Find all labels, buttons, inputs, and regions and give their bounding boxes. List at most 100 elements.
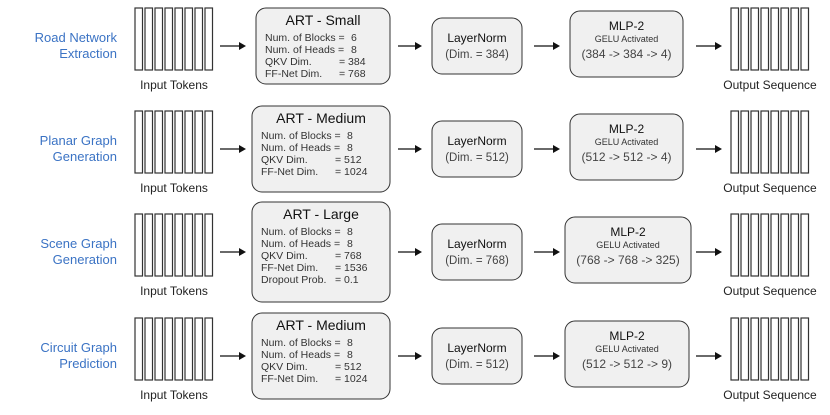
art-param-label: FF-Net Dim. <box>261 262 318 274</box>
arrow-to-mlp <box>534 145 560 153</box>
input-tokens <box>134 7 214 71</box>
mlp-activation: GELU Activated <box>596 240 660 250</box>
art-param-label: FF-Net Dim. <box>261 373 318 385</box>
input-tokens <box>134 110 214 174</box>
token-bar <box>780 110 790 174</box>
mlp-dims: (512 -> 512 -> 9) <box>582 357 672 371</box>
arrow-to-layernorm <box>398 145 422 153</box>
art-param-value: = 0.1 <box>335 274 359 286</box>
token-bar <box>144 7 154 71</box>
token-bar <box>134 110 144 174</box>
task-label-line-1: Planar Graph <box>40 133 117 148</box>
arrow-to-mlp <box>534 352 560 360</box>
art-param-label: Num. of Heads = <box>261 238 340 250</box>
art-title: ART - Small <box>286 12 361 28</box>
token-bar <box>740 317 750 381</box>
art-param-value: = 1024 <box>335 166 368 178</box>
art-param-value: = 512 <box>335 154 362 166</box>
token-bar <box>770 213 780 277</box>
output-sequence-label: Output Sequence <box>723 284 817 298</box>
art-param-value: = 1536 <box>335 262 368 274</box>
arrow-to-art <box>220 352 246 360</box>
token-bar <box>800 317 810 381</box>
token-bar <box>204 213 214 277</box>
token-bar <box>750 110 760 174</box>
output-sequence-label: Output Sequence <box>723 388 817 402</box>
output-tokens <box>730 213 810 277</box>
art-param-label: FF-Net Dim. <box>261 166 318 178</box>
arrow-to-layernorm <box>398 352 422 360</box>
token-bar <box>780 213 790 277</box>
art-param-value: 8 <box>347 142 353 154</box>
token-bar <box>760 7 770 71</box>
art-size: Large <box>323 206 359 222</box>
layernorm-box <box>431 327 523 385</box>
arrow-to-output <box>696 352 722 360</box>
token-bar <box>770 110 780 174</box>
input-tokens <box>134 213 214 277</box>
token-bar <box>194 317 204 381</box>
arrow-to-mlp <box>534 248 560 256</box>
token-bar <box>194 7 204 71</box>
art-param-label: QKV Dim. <box>265 56 312 68</box>
token-bar <box>770 317 780 381</box>
mlp-title: MLP-2 <box>609 19 645 33</box>
mlp-box <box>564 320 690 388</box>
arrow-to-output <box>696 248 722 256</box>
layernorm-dim: (Dim. = 384) <box>445 49 509 61</box>
mlp-dims: (768 -> 768 -> 325) <box>576 253 679 267</box>
token-bar <box>750 317 760 381</box>
layernorm-title: LayerNorm <box>447 134 506 148</box>
art-param-label: FF-Net Dim. <box>265 68 322 80</box>
token-bar <box>800 7 810 71</box>
art-param-value: = 768 <box>339 68 366 80</box>
task-label-line-2: Prediction <box>59 356 117 371</box>
token-bar <box>750 213 760 277</box>
mlp-box <box>569 113 684 181</box>
art-param-label: QKV Dim. <box>261 154 308 166</box>
token-bar <box>144 317 154 381</box>
layernorm-block: LayerNorm(Dim. = 768) <box>431 223 523 281</box>
token-bar <box>204 110 214 174</box>
task-label-line-2: Generation <box>53 149 117 164</box>
art-param-label: Dropout Prob. <box>261 274 326 286</box>
token-bar <box>740 110 750 174</box>
task-label-line-2: Generation <box>53 252 117 267</box>
output-sequence-label: Output Sequence <box>723 181 817 195</box>
art-param-value: 8 <box>347 349 353 361</box>
art-param-value: 8 <box>347 337 353 349</box>
token-bar <box>800 110 810 174</box>
art-param-value: = 512 <box>335 361 362 373</box>
output-tokens <box>730 110 810 174</box>
layernorm-box <box>431 120 523 178</box>
token-bar <box>184 213 194 277</box>
art-param-value: 8 <box>351 44 357 56</box>
art-param-label: Num. of Heads = <box>265 44 344 56</box>
art-param-value: = 384 <box>339 56 366 68</box>
layernorm-block: LayerNorm(Dim. = 512) <box>431 327 523 385</box>
art-param-value: 8 <box>347 238 353 250</box>
token-bar <box>194 110 204 174</box>
mlp-box <box>564 216 692 284</box>
art-title-separator: - <box>304 317 316 333</box>
token-bar <box>134 317 144 381</box>
art-size: Medium <box>316 317 366 333</box>
art-title: ART - Large <box>283 206 359 222</box>
token-bar <box>184 110 194 174</box>
token-bar <box>184 7 194 71</box>
art-param-label: Num. of Heads = <box>261 349 340 361</box>
token-bar <box>740 7 750 71</box>
token-bar <box>790 7 800 71</box>
token-bar <box>760 213 770 277</box>
token-bar <box>790 317 800 381</box>
mlp-activation: GELU Activated <box>595 344 659 354</box>
token-bar <box>730 213 740 277</box>
